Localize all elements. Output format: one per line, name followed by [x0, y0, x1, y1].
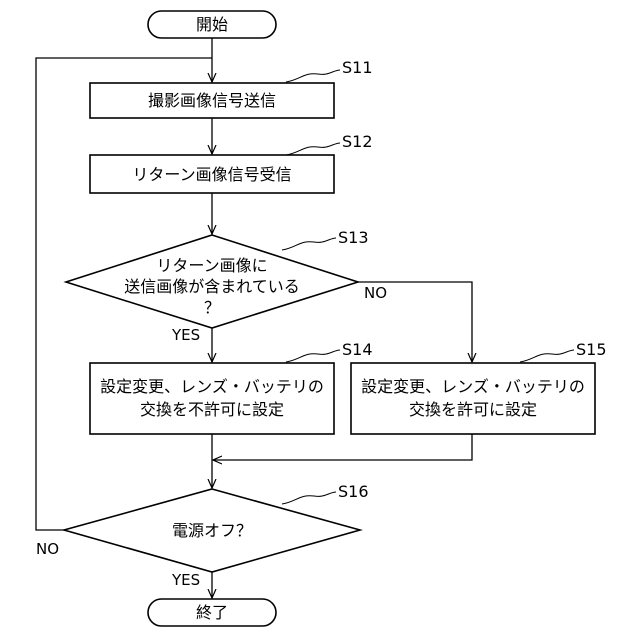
process-s14: 設定変更、レンズ・バッテリの 交換を不許可に設定 S14 — [90, 340, 373, 434]
s15-leader-line — [520, 350, 574, 362]
s13-line-2: 送信画像が含まれている — [124, 277, 300, 296]
arrow-s15-merge — [213, 434, 472, 460]
s16-text: 電源オフ？ — [172, 521, 252, 540]
s13-line-3: ？ — [204, 298, 220, 317]
decision-s13: リターン画像に 送信画像が含まれている ？ S13 NO YES — [66, 228, 387, 344]
s15-line-2: 交換を許可に設定 — [409, 400, 537, 419]
end-terminator: 終了 — [148, 599, 276, 626]
s15-line-1: 設定変更、レンズ・バッテリの — [361, 377, 585, 396]
s11-step-label: S11 — [342, 58, 373, 77]
s13-no-label: NO — [364, 284, 387, 302]
s14-leader-line — [286, 350, 340, 362]
s11-leader-line — [286, 70, 340, 82]
s13-leader-line — [282, 238, 336, 250]
s16-no-label: NO — [36, 540, 59, 558]
end-label: 終了 — [196, 603, 228, 622]
process-s12: リターン画像信号受信 S12 — [90, 132, 373, 193]
s14-line-2: 交換を不許可に設定 — [140, 400, 284, 419]
s13-step-label: S13 — [338, 228, 369, 247]
s13-line-1: リターン画像に — [156, 256, 267, 275]
start-terminator: 開始 — [148, 11, 276, 38]
s16-leader-line — [282, 492, 336, 504]
s16-yes-label: YES — [171, 571, 200, 589]
s12-text: リターン画像信号受信 — [132, 165, 291, 184]
s15-step-label: S15 — [576, 340, 607, 359]
s12-leader-line — [286, 143, 340, 155]
s11-text: 撮影画像信号送信 — [148, 91, 276, 110]
process-s15: 設定変更、レンズ・バッテリの 交換を許可に設定 S15 — [351, 340, 607, 434]
s16-step-label: S16 — [338, 482, 369, 501]
decision-s16: 電源オフ？ S16 NO YES — [36, 482, 369, 589]
start-label: 開始 — [196, 15, 228, 34]
s13-yes-label: YES — [171, 326, 200, 344]
s14-line-1: 設定変更、レンズ・バッテリの — [100, 377, 324, 396]
s14-step-label: S14 — [342, 340, 373, 359]
s12-step-label: S12 — [342, 132, 373, 151]
process-s11: 撮影画像信号送信 S11 — [90, 58, 373, 118]
